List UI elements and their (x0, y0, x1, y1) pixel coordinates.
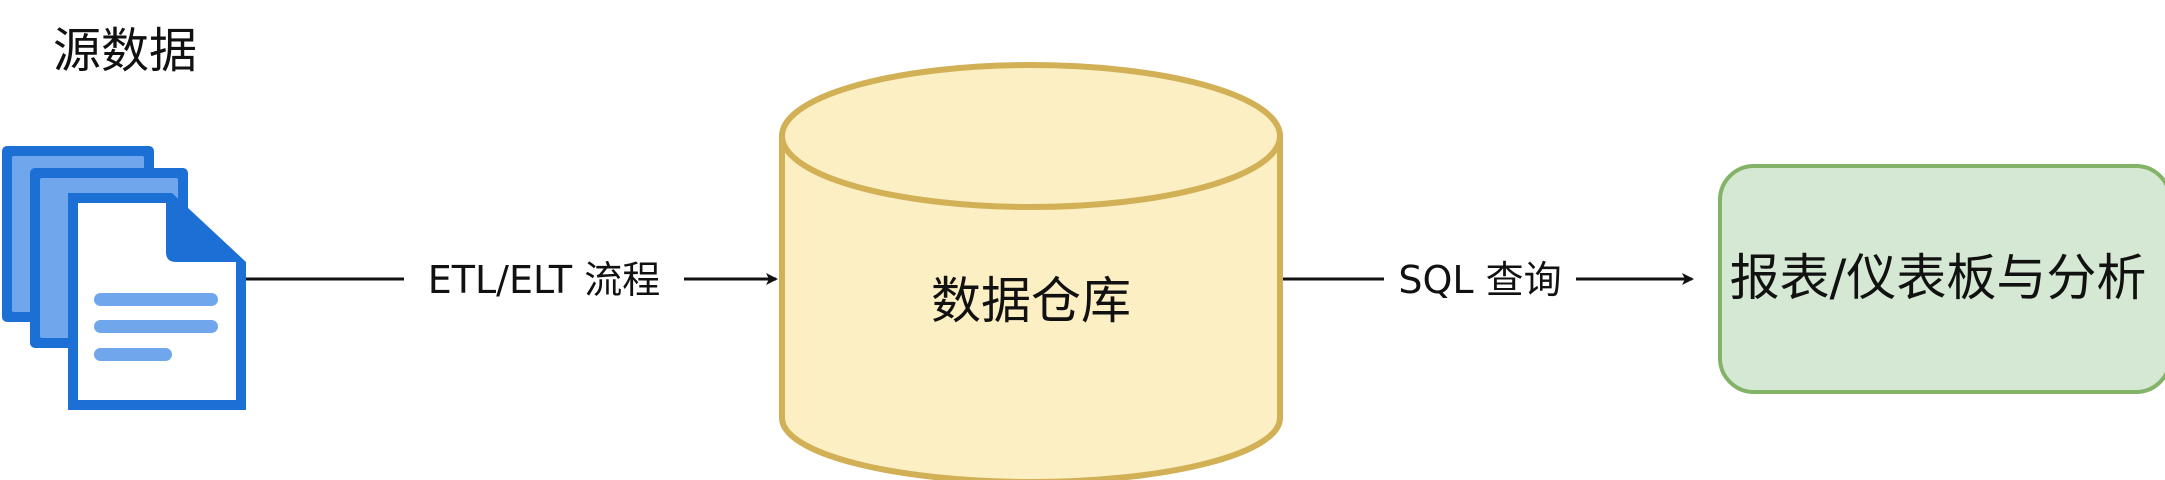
warehouse-label: 数据仓库 (931, 272, 1131, 330)
edge-etl: ETL/ELT 流程 (246, 258, 778, 302)
edge-sql: SQL 查询 (1283, 258, 1694, 302)
edge-label-etl: ETL/ELT 流程 (428, 258, 660, 302)
report-label: 报表/仪表板与分析 (1730, 249, 2147, 307)
source-title: 源数据 (53, 23, 197, 79)
document-stack-icon (2, 146, 246, 410)
edge-label-sql: SQL 查询 (1398, 258, 1561, 302)
data-warehouse-node: 数据仓库 (779, 62, 1283, 480)
report-node: 报表/仪表板与分析 (1718, 164, 2165, 394)
